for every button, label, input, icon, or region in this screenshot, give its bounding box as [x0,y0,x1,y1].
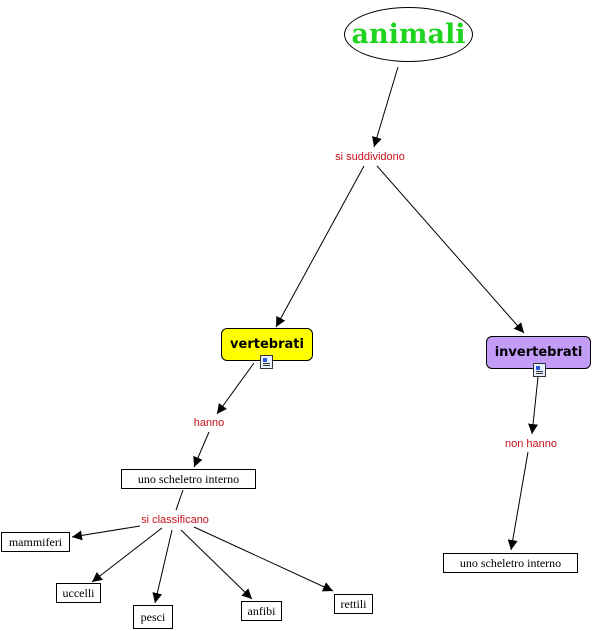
concept-pesci[interactable]: pesci [133,605,173,629]
edge-vertebrati-to-hanno [216,362,255,415]
edge-hanno-to-scheletro [193,431,210,468]
concept-anfibi[interactable]: anfibi [241,601,282,621]
resource-document-icon[interactable] [260,355,273,369]
edge-classificano-to-mammiferi [71,525,141,541]
edge-classificano-to-uccelli [91,527,163,583]
link-label-si-classificano[interactable]: si classificano [140,514,210,526]
link-label-non-hanno[interactable]: non hanno [504,438,558,450]
edge-scheletro-to-classificano [175,489,184,511]
edge-link-to-invertebrati [376,165,525,334]
edge-classificano-to-anfibi [180,529,253,600]
edge-invertebrati-to-nonhanno [528,376,539,435]
concept-uccelli[interactable]: uccelli [56,583,101,603]
concept-rettili[interactable]: rettili [334,594,373,614]
edge-animali-to-link [372,66,399,148]
link-label-hanno[interactable]: hanno [192,417,226,429]
edge-nonhanno-to-scheletro [507,451,529,551]
edge-classificano-to-pesci [152,529,173,604]
edge-classificano-to-rettili [193,526,334,592]
concept-scheletro-interno-vertebrati[interactable]: uno scheletro interno [121,469,256,489]
resource-document-icon[interactable] [533,363,546,377]
concept-scheletro-interno-invertebrati[interactable]: uno scheletro interno [443,553,578,573]
edge-link-to-vertebrati [275,165,365,328]
concept-mammiferi[interactable]: mammiferi [1,532,70,552]
concept-animali[interactable]: animali [344,7,473,62]
link-label-si-suddividono[interactable]: si suddividono [334,151,406,163]
